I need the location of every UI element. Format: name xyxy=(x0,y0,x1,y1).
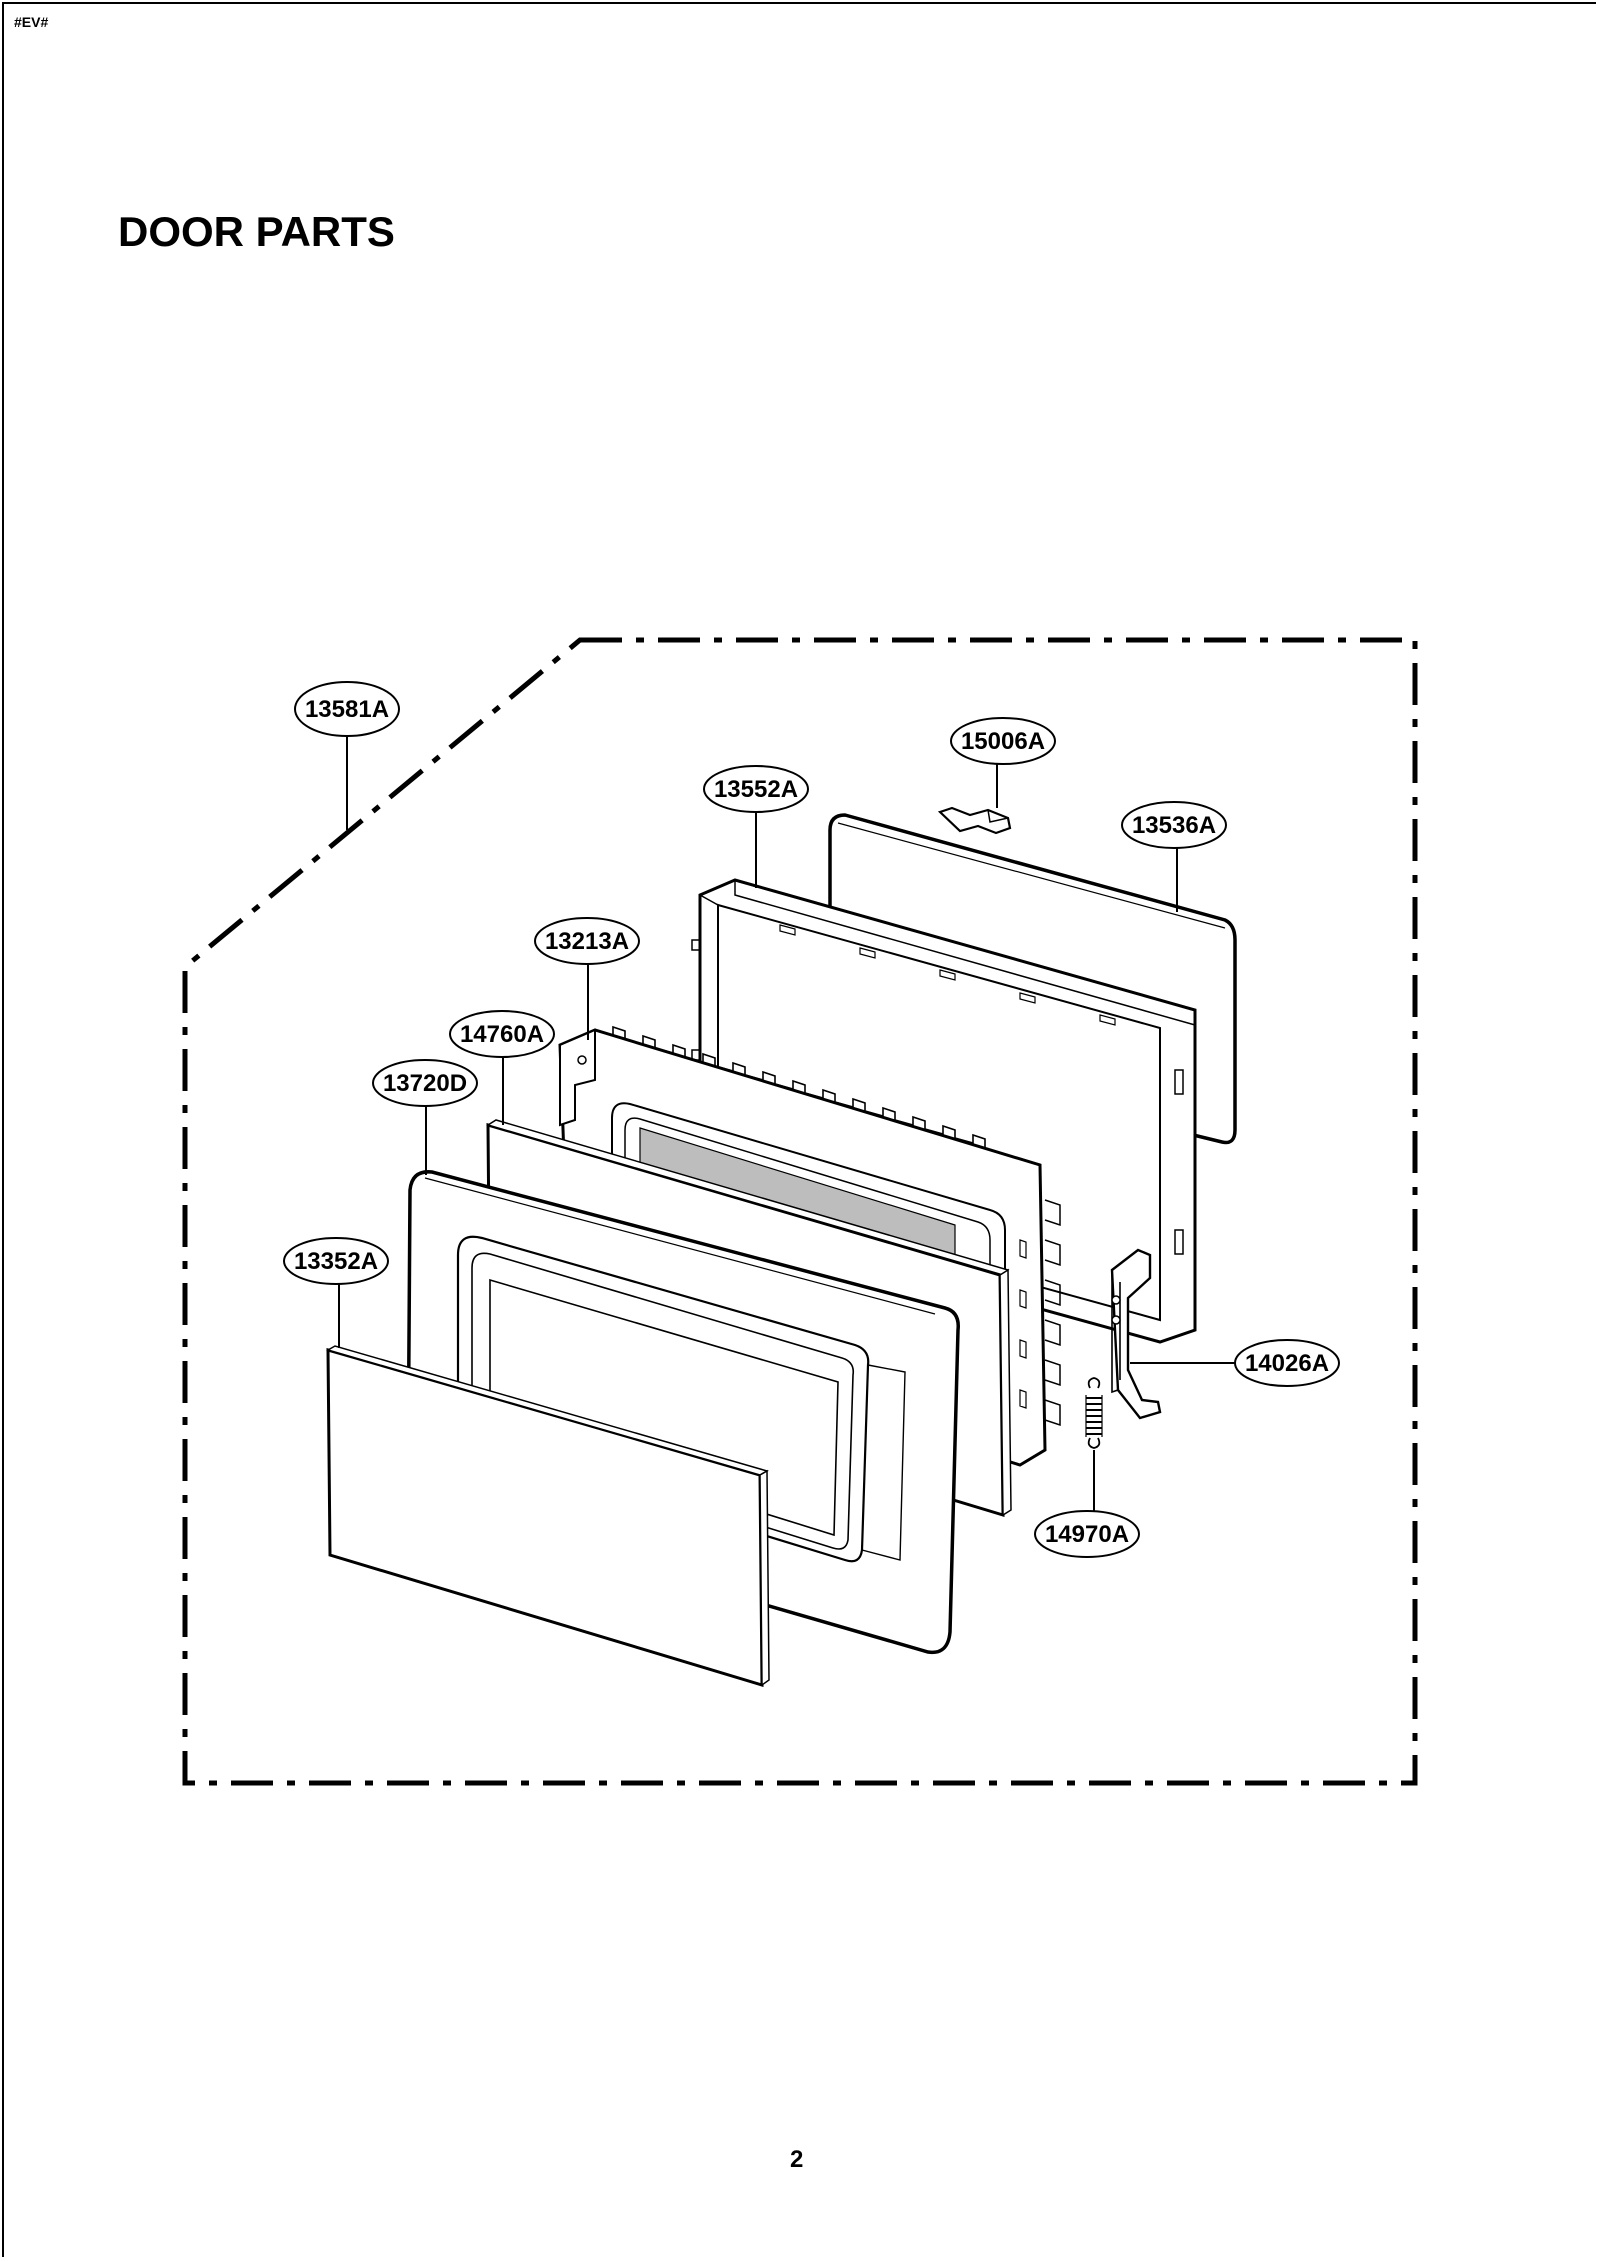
leader-lines xyxy=(338,737,1235,1512)
part-14970A-spring xyxy=(1085,1377,1103,1449)
label-14970A-text: 14970A xyxy=(1045,1521,1129,1548)
label-13720D-text: 13720D xyxy=(383,1070,467,1097)
page-title: DOOR PARTS xyxy=(118,208,395,255)
part-14026A-latch xyxy=(1110,1248,1162,1420)
label-13720D: 13720D xyxy=(372,1059,478,1107)
label-13552A: 13552A xyxy=(703,765,809,813)
label-14760A-text: 14760A xyxy=(460,1021,544,1048)
part-15006A-bracket xyxy=(937,806,1012,835)
part-13352A-front-cover xyxy=(326,1345,770,1688)
corner-code: #EV# xyxy=(14,14,49,30)
assembly-boundary xyxy=(182,637,1418,1786)
label-15006A: 15006A xyxy=(950,717,1056,765)
label-13536A: 13536A xyxy=(1121,801,1227,849)
label-13536A-text: 13536A xyxy=(1132,812,1216,839)
label-13552A-text: 13552A xyxy=(714,776,798,803)
label-13581A-text: 13581A xyxy=(305,696,389,723)
page-number: 2 xyxy=(790,2146,804,2173)
label-14760A: 14760A xyxy=(449,1010,555,1058)
label-13581A: 13581A xyxy=(294,681,400,737)
label-13213A: 13213A xyxy=(534,917,640,965)
label-14026A: 14026A xyxy=(1234,1339,1340,1387)
label-14026A-text: 14026A xyxy=(1245,1350,1329,1377)
label-15006A-text: 15006A xyxy=(961,728,1045,755)
label-14970A: 14970A xyxy=(1034,1510,1140,1558)
label-13213A-text: 13213A xyxy=(545,928,629,955)
label-13352A: 13352A xyxy=(283,1237,389,1285)
label-13352A-text: 13352A xyxy=(294,1248,378,1275)
